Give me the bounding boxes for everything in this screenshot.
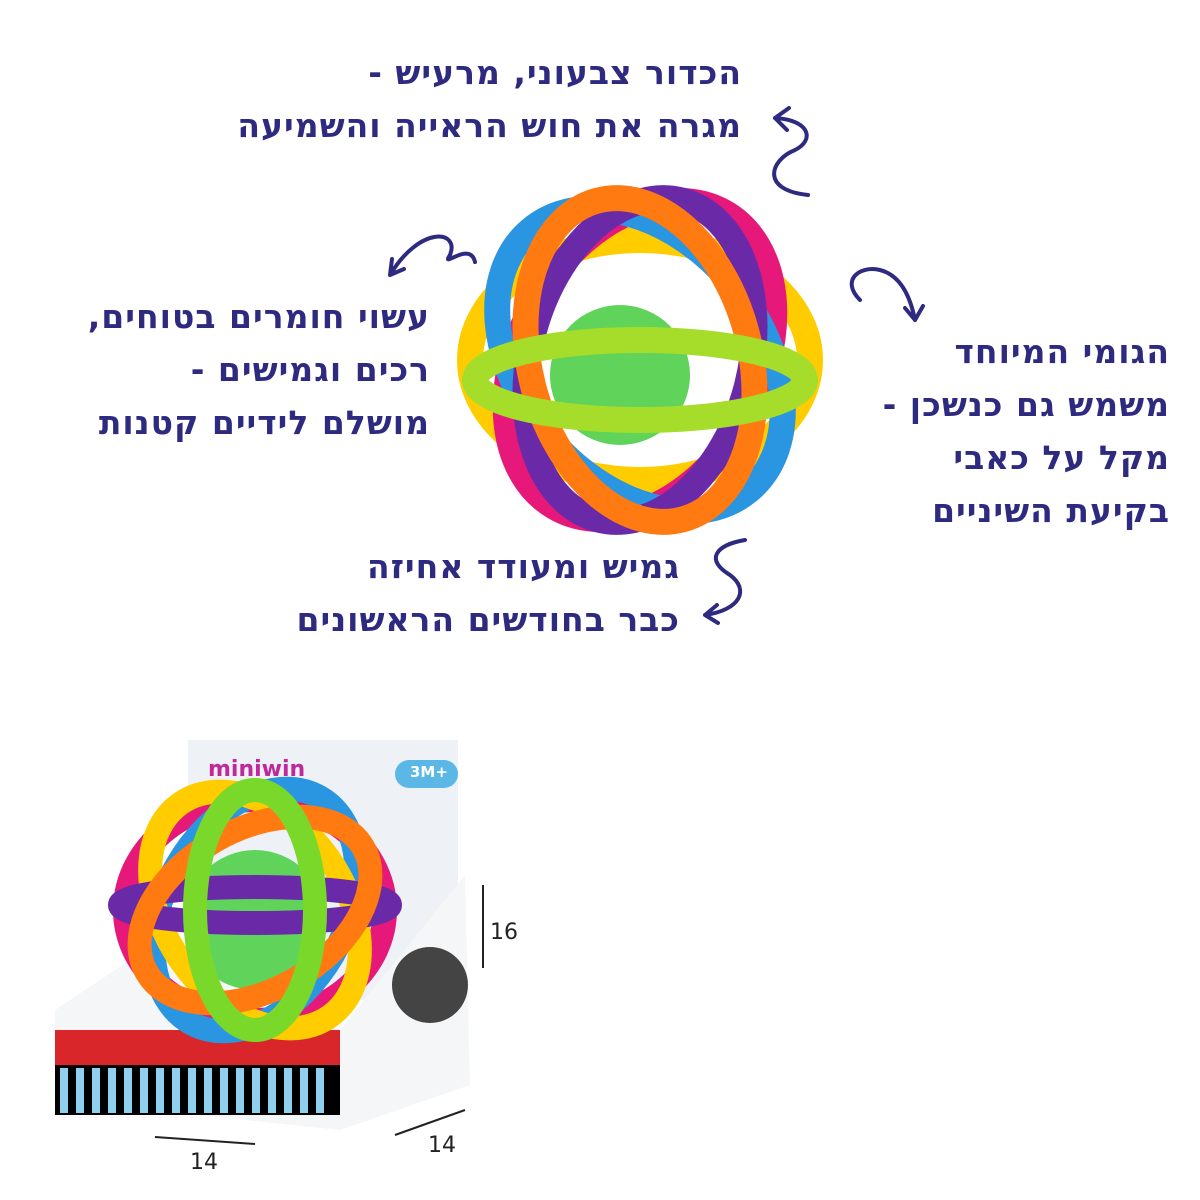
caption-line: מושלם לידיים קטנות (98, 403, 430, 442)
caption-line: משמש גם כנשכן - (882, 385, 1170, 424)
dimension-width: 14 (190, 1150, 218, 1175)
rattle-ball-image (457, 185, 823, 535)
feature-caption-materials: עשוי חומרים בטוחים, רכים וגמישים - מושלם… (88, 290, 430, 449)
caption-line: רכים וגמישים - (190, 350, 430, 389)
feature-caption-sensory: הכדור צבעוני, מרעיש - מגרה את חוש הראייה… (237, 46, 742, 152)
dimension-height: 16 (490, 920, 518, 945)
caption-line: הגומי המיוחד (954, 332, 1170, 371)
brand-logo: miniwin (208, 757, 306, 782)
caption-line: בקיעת השיניים (932, 491, 1170, 530)
caption-line: כבר בחודשים הראשונים (296, 600, 680, 639)
feature-caption-teether: הגומי המיוחד משמש גם כנשכן - מקל על כאבי… (883, 325, 1170, 537)
feature-caption-grip: גמיש ומעודד אחיזה כבר בחודשים הראשונים (297, 540, 680, 646)
package-image (55, 740, 484, 1145)
caption-line: מקל על כאבי (953, 438, 1170, 477)
arrow-icon (388, 234, 477, 277)
arrow-icon (849, 267, 925, 322)
dimension-depth: 14 (428, 1133, 456, 1158)
caption-line: גמיש ומעודד אחיזה (367, 547, 680, 586)
caption-line: מגרה את חוש הראייה והשמיעה (237, 106, 742, 145)
arrow-icon (703, 538, 747, 625)
age-badge: 3M+ (410, 763, 448, 781)
caption-line: הכדור צבעוני, מרעיש - (368, 53, 742, 92)
caption-line: עשוי חומרים בטוחים, (87, 297, 430, 336)
arrow-icon (772, 106, 810, 197)
